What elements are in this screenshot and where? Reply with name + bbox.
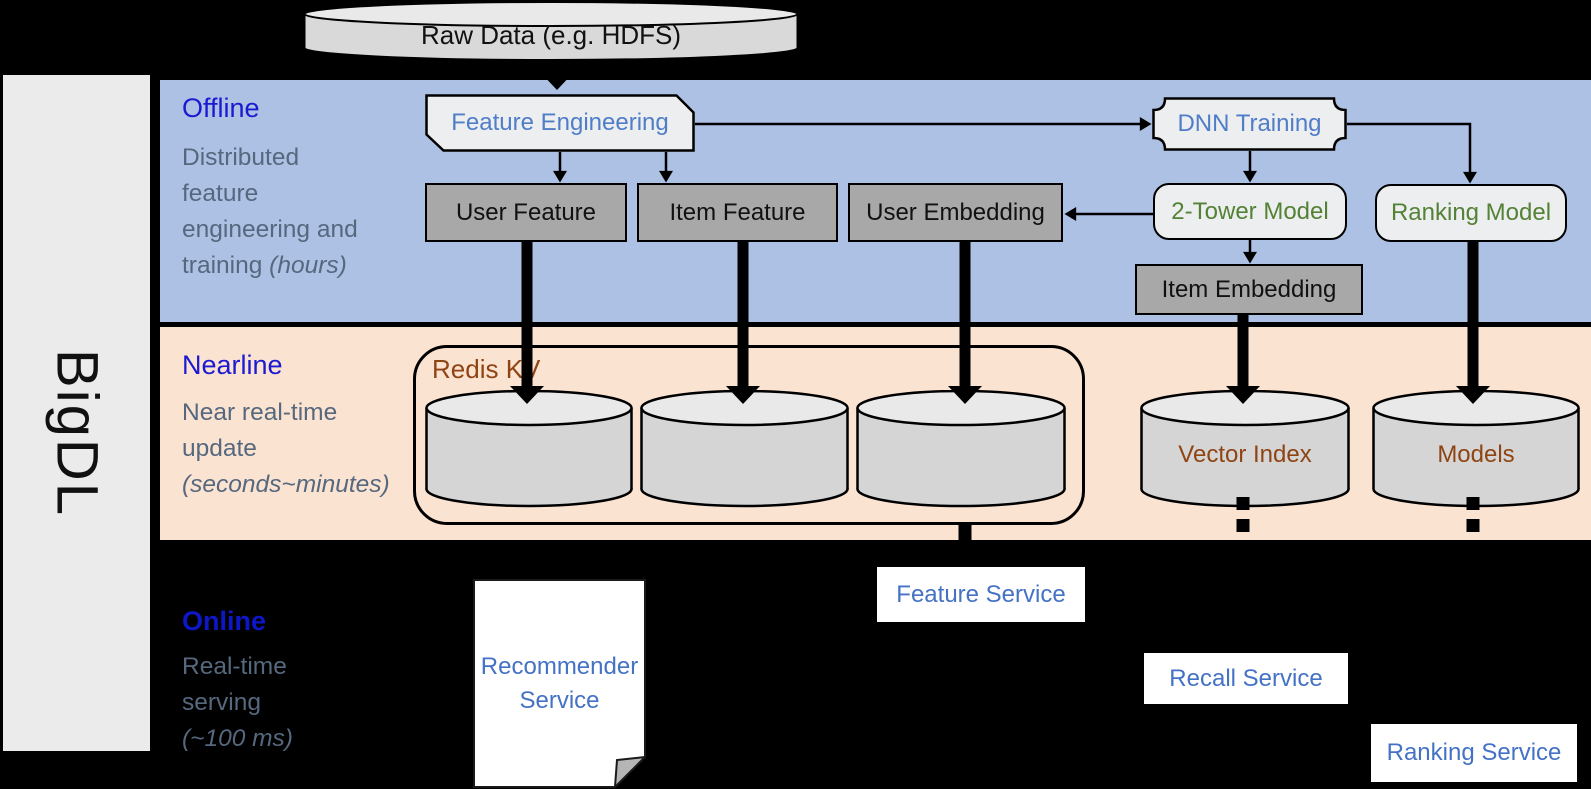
kv-store-cylinder-2 [640, 390, 849, 508]
recall-service-node: Recall Service [1144, 653, 1351, 712]
fold-corner-icon [1077, 619, 1088, 630]
vector-index-store: Vector Index [1140, 390, 1350, 508]
vector-index-label: Vector Index [1178, 441, 1312, 468]
online-desc-line3: (~100 ms) [182, 725, 293, 752]
nearline-desc-line1: Near real-time [182, 399, 338, 426]
raw-data-store: Raw Data (e.g. HDFS) [302, 1, 800, 62]
fold-corner-icon [1340, 701, 1351, 712]
online-section-label: Online [182, 606, 267, 636]
models-store: Models [1372, 390, 1580, 508]
nearline-desc-line2: update [182, 435, 257, 462]
ranking-service-node: Ranking Service [1371, 724, 1580, 789]
fold-corner-icon [1569, 779, 1580, 789]
brand-title: BigDL [44, 349, 109, 517]
recommender-service-node: Recommender Service [473, 579, 646, 788]
offline-desc-line1: Distributed [182, 144, 300, 171]
raw-data-label: Raw Data (e.g. HDFS) [420, 20, 682, 50]
user-feature-node: User Feature [425, 183, 627, 242]
ranking-service-label: Ranking Service [1386, 739, 1562, 766]
arrowhead-feature-service [946, 543, 984, 564]
ranking-model-node: Ranking Model [1375, 184, 1567, 242]
recall-service-label: Recall Service [1169, 664, 1323, 692]
recommender-service-label: Recommender Service [480, 652, 639, 714]
feature-service-label: Feature Service [896, 580, 1066, 608]
user-feature-label: User Feature [455, 198, 597, 226]
nearline-section-label: Nearline [182, 350, 283, 380]
item-embedding-node: Item Embedding [1135, 264, 1363, 315]
item-feature-node: Item Feature [637, 183, 838, 242]
models-label: Models [1437, 441, 1515, 468]
offline-desc-line3: engineering and [182, 216, 358, 243]
two-tower-model-node: 2-Tower Model [1153, 183, 1347, 240]
kv-store-cylinder-1 [425, 390, 633, 508]
document-shape [473, 579, 646, 788]
offline-desc-line2: feature [182, 180, 259, 207]
feature-service-node: Feature Service [877, 567, 1088, 630]
user-embedding-label: User Embedding [866, 198, 1045, 226]
nearline-desc-line3: (seconds~minutes) [182, 471, 390, 498]
feature-engineering-node: Feature Engineering [425, 94, 695, 152]
user-embedding-node: User Embedding [848, 183, 1063, 242]
dnn-training-label: DNN Training [1177, 110, 1322, 137]
two-tower-model-label: 2-Tower Model [1171, 197, 1329, 225]
item-feature-label: Item Feature [669, 198, 806, 226]
feature-engineering-label: Feature Engineering [451, 109, 669, 136]
dnn-training-node: DNN Training [1152, 97, 1347, 151]
offline-section-label: Offline [182, 93, 260, 123]
kv-store-cylinder-3 [856, 390, 1066, 508]
snip-rect-shape [425, 94, 695, 152]
brand-sidebar: BigDL [3, 75, 150, 751]
plaque-shape [1152, 97, 1347, 151]
redis-kv-label: Redis KV [432, 354, 541, 384]
cylinder-shape [303, 1, 799, 61]
online-desc-line1: Real-time [182, 653, 287, 680]
item-embedding-label: Item Embedding [1161, 275, 1337, 303]
online-desc-line2: serving [182, 689, 261, 716]
ranking-model-label: Ranking Model [1390, 199, 1552, 226]
offline-desc-line4: training (hours) [182, 252, 347, 279]
